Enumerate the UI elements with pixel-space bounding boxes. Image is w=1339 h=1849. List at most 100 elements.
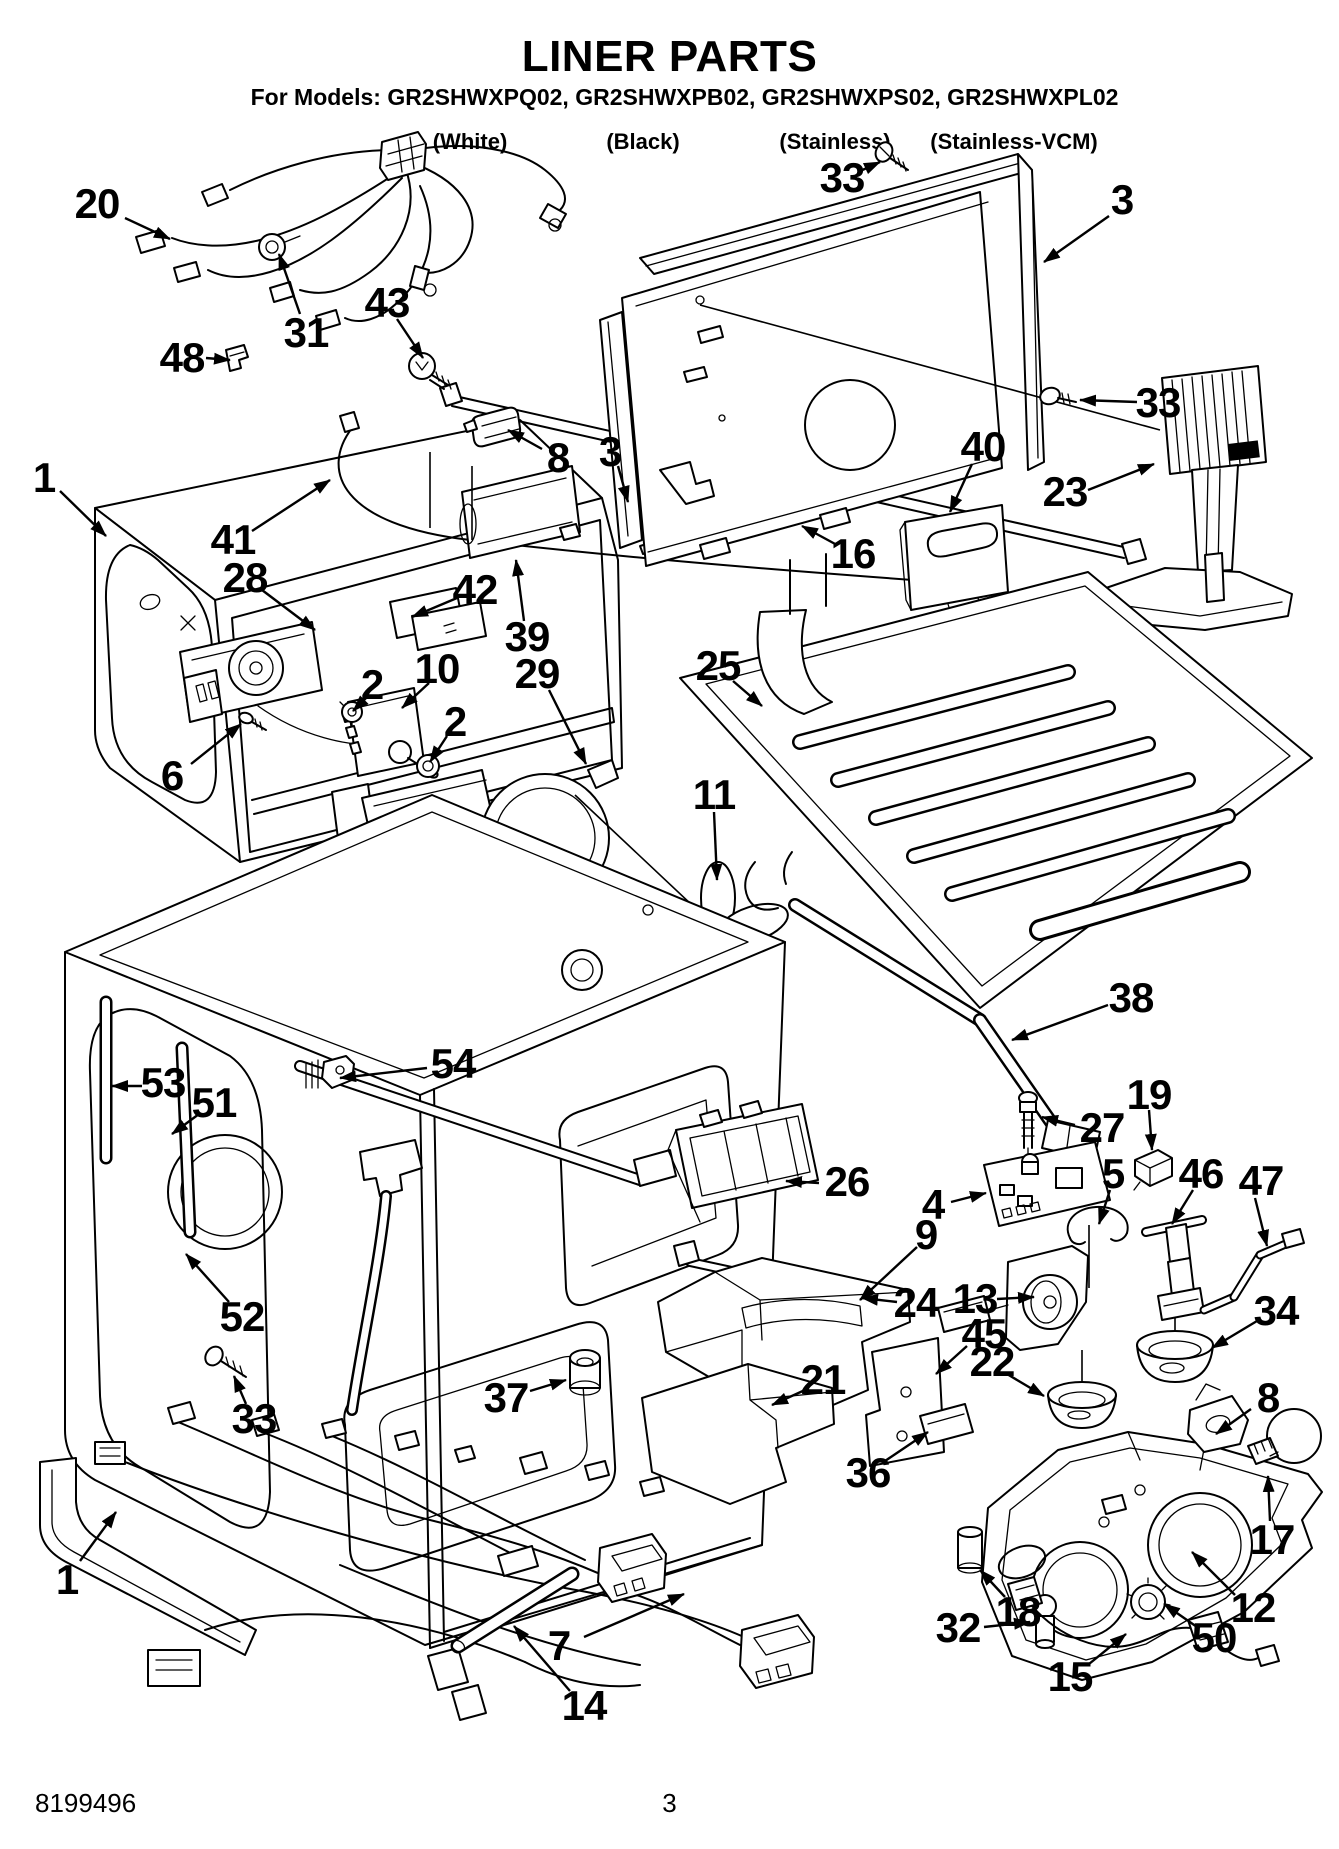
drain-cup-34 [1136, 1330, 1214, 1383]
callout-54: 54 [430, 1040, 477, 1087]
callout-15: 15 [1047, 1653, 1094, 1700]
callout-50: 50 [1191, 1614, 1238, 1661]
bracket-47 [1199, 1228, 1305, 1315]
callout-arrow-32 [983, 1617, 1031, 1630]
callout-arrow-8 [1215, 1408, 1252, 1435]
callout-16: 16 [830, 530, 877, 577]
callout-23: 23 [1042, 468, 1089, 515]
callout-arrow-29 [547, 689, 588, 765]
callout-34: 34 [1253, 1287, 1300, 1334]
callout-12: 12 [1230, 1584, 1277, 1631]
callout-arrow-20 [124, 216, 171, 241]
callout-arrow-23 [1087, 462, 1155, 492]
callout-29: 29 [514, 650, 561, 697]
callout-39: 39 [504, 613, 551, 660]
jumper-harness-15 [1007, 1576, 1280, 1667]
callout-arrow-3 [1043, 215, 1110, 263]
freezer-liner [94, 419, 623, 863]
callout-26: 26 [824, 1158, 871, 1205]
callout-arrow-37 [529, 1378, 567, 1393]
callout-arrow-43 [396, 318, 424, 359]
callout-arrow-39 [512, 559, 526, 622]
page-number: 3 [662, 1788, 677, 1818]
page-title: LINER PARTS [521, 32, 818, 81]
callout-24: 24 [893, 1279, 940, 1326]
callout-45: 45 [961, 1310, 1008, 1357]
callout-8: 8 [1256, 1374, 1280, 1421]
callout-21: 21 [800, 1356, 847, 1403]
main-wire-harness-7 [94, 1401, 815, 1721]
callout-arrow-2 [428, 735, 449, 763]
callout-arrow-45 [935, 1345, 968, 1375]
callout-arrow-17 [1262, 1475, 1275, 1522]
callout-arrow-16 [801, 524, 838, 547]
screw-27 [1018, 1091, 1038, 1159]
evaporator-cover-panel-16 [621, 191, 1003, 567]
callout-arrow-33 [857, 160, 881, 175]
control-board-4 [983, 1141, 1111, 1227]
trim-tube-14 [450, 1566, 580, 1654]
callout-2: 2 [360, 661, 384, 708]
callout-28: 28 [222, 554, 269, 601]
freezer-wire-harness [135, 131, 567, 331]
callout-arrow-14 [513, 1625, 571, 1692]
callout-arrow-19 [1144, 1109, 1157, 1151]
callout-48: 48 [159, 334, 206, 381]
callout-arrow-33 [1079, 394, 1138, 407]
callout-arrow-22 [1006, 1372, 1045, 1398]
models-line: For Models: GR2SHWXPQ02, GR2SHWXPB02, GR… [250, 84, 1119, 110]
callout-7: 7 [547, 1622, 571, 1669]
callout-33: 33 [819, 154, 866, 201]
callout-arrow-13 [996, 1291, 1035, 1304]
callout-arrow-28 [261, 589, 316, 631]
damper-control-28 [179, 621, 386, 746]
leader-line [699, 304, 1161, 431]
lamp-shield-18 [957, 1526, 983, 1574]
callout-arrow-36 [884, 1431, 929, 1462]
callout-arrow-48 [205, 352, 231, 365]
callout-22: 22 [969, 1338, 1016, 1385]
callout-53: 53 [140, 1059, 187, 1106]
callout-arrow-9 [859, 1246, 918, 1301]
callout-3: 3 [598, 428, 622, 475]
callout-32: 32 [935, 1604, 982, 1651]
callout-arrow-34 [1211, 1319, 1258, 1350]
callout-6: 6 [160, 752, 184, 799]
thermostat-screw-6 [238, 711, 267, 731]
callout-arrow-38 [1011, 1003, 1109, 1042]
callout-5: 5 [1101, 1150, 1125, 1197]
retainer-clip-5 [1066, 1205, 1129, 1246]
callout-arrow-54 [339, 1066, 428, 1083]
drain-cup-22 [1047, 1381, 1117, 1429]
nut-2b [416, 754, 440, 778]
lamp-tray-12 [981, 1431, 1323, 1681]
callout-arrow-27 [1041, 1114, 1076, 1127]
callout-arrow-8 [507, 428, 543, 451]
water-tube-51 [175, 1041, 197, 1239]
drain-tube-52 [346, 1139, 423, 1416]
light-bulb-17 [1247, 1408, 1322, 1465]
clip-19 [1133, 1149, 1173, 1191]
callout-20: 20 [74, 180, 121, 227]
shelf-rail [294, 1060, 677, 1187]
callout-arrow-5 [1097, 1189, 1112, 1225]
callout-33: 33 [1135, 379, 1182, 426]
callout-arrow-15 [1088, 1633, 1127, 1665]
callout-25: 25 [695, 642, 742, 689]
callout-arrows [59, 160, 1275, 1692]
callout-1: 1 [32, 454, 56, 501]
callout-arrow-46 [1170, 1189, 1195, 1225]
callout-8: 8 [546, 434, 570, 481]
callout-17: 17 [1249, 1516, 1296, 1563]
callout-arrow-7 [583, 1592, 685, 1639]
callout-37: 37 [483, 1374, 530, 1421]
callout-arrow-12 [1191, 1551, 1236, 1596]
refrigerator-liner [64, 794, 786, 1649]
fan-motor-13 [937, 1245, 1089, 1351]
drain-grommet-37 [569, 1349, 601, 1396]
callout-3: 3 [1110, 176, 1134, 223]
callout-14: 14 [561, 1682, 608, 1729]
doc-number: 8199496 [35, 1788, 137, 1818]
air-duct-39 [459, 465, 581, 559]
